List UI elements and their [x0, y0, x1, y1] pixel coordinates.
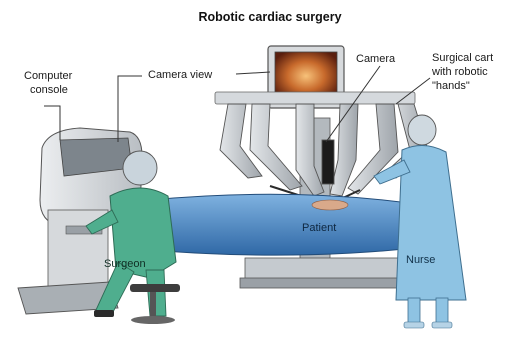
label-computer-console-line1: Computer	[24, 70, 72, 83]
operating-table	[150, 194, 432, 255]
label-surgical-cart-line2: with robotic	[432, 66, 488, 79]
label-patient: Patient	[302, 222, 336, 235]
label-surgeon: Surgeon	[104, 258, 146, 271]
label-surgical-cart-line3: "hands"	[432, 80, 470, 93]
label-surgical-cart-line1: Surgical cart	[432, 52, 493, 65]
label-nurse: Nurse	[406, 254, 435, 267]
label-computer-console-line2: console	[30, 84, 68, 97]
diagram-title: Robotic cardiac surgery	[170, 10, 370, 24]
label-camera-view: Camera view	[148, 69, 212, 82]
label-camera: Camera	[356, 53, 395, 66]
